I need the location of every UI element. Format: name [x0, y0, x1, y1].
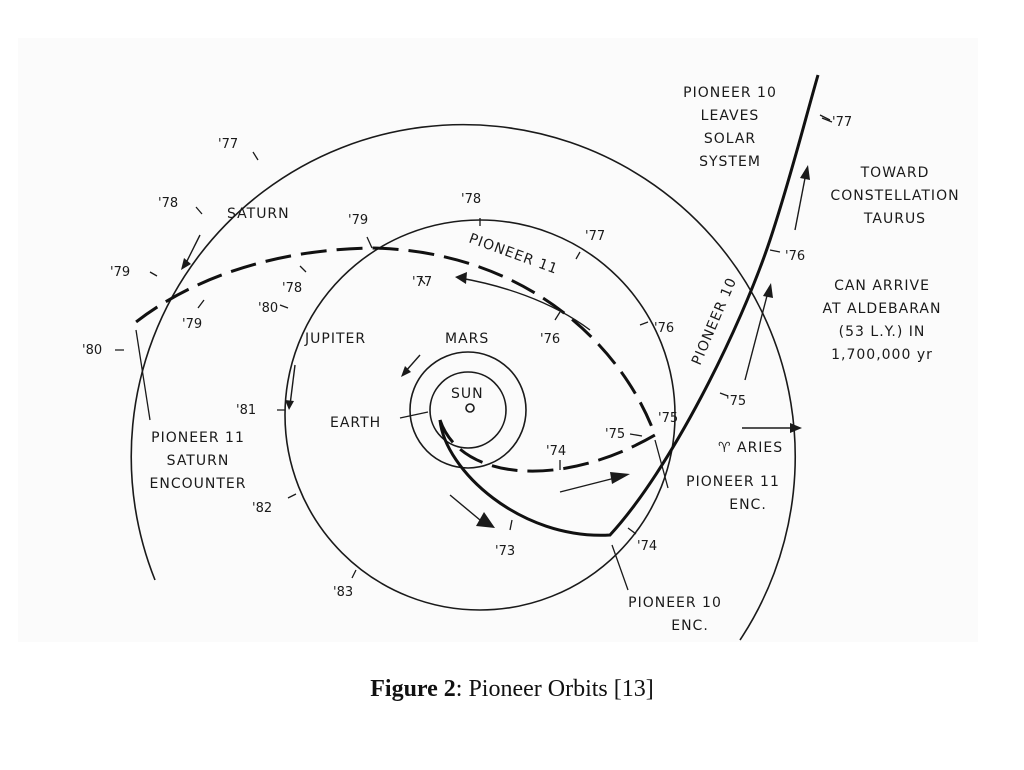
saturn-enc-line-1: PIONEER 11: [151, 430, 245, 446]
aldebaran-line-4: 1,700,000 yr: [831, 347, 933, 363]
aries-arrowhead-icon: [790, 423, 802, 433]
jupiter-label: JUPITER: [304, 331, 366, 347]
aldebaran-label: CAN ARRIVE AT ALDEBARAN (53 L.Y.) IN 1,7…: [823, 278, 942, 363]
saturn-arrowhead-icon: [181, 258, 191, 270]
pioneer10-direction-arrow: [449, 494, 481, 521]
jupiter-direction-arrow: [289, 364, 296, 406]
p11-year-76: '76: [540, 332, 560, 347]
p10-enc-pointer: [611, 544, 629, 591]
p10-year-73: '73: [495, 544, 515, 559]
saturn-year-78: '78: [158, 196, 178, 211]
pioneer11-inner-arrowhead-icon: [610, 472, 630, 484]
jupiter-year-82: '82: [252, 501, 272, 516]
leaves-line-1: PIONEER 10: [683, 85, 777, 101]
p10-year-75: '75: [726, 394, 746, 409]
jupiter-year-81: '81: [236, 403, 256, 418]
earth-pointer: [399, 411, 429, 419]
pioneer10-trajectory: [438, 74, 820, 537]
saturn-label: SATURN: [227, 206, 290, 222]
jupiter-year-76: '76: [654, 321, 674, 336]
jupiter-year-83: '83: [333, 585, 353, 600]
p11-year-75: '75: [605, 427, 625, 442]
leaves-pointer: [819, 114, 831, 121]
toward-line-3: TAURUS: [863, 211, 926, 227]
figure-caption-text: : Pioneer Orbits [13]: [455, 676, 654, 702]
toward-line-1: TOWARD: [860, 165, 930, 181]
p11-enc-label: PIONEER 11 ENC.: [686, 474, 780, 513]
saturn-encounter-label: PIONEER 11 SATURN ENCOUNTER: [150, 430, 247, 492]
sun-icon: [465, 403, 475, 413]
saturn-year-80: '80: [82, 343, 102, 358]
toward-taurus-label: TOWARD CONSTELLATION TAURUS: [830, 165, 959, 227]
saturn-year-79: '79: [110, 265, 130, 280]
jupiter-year-79: '79: [182, 317, 202, 332]
p11-enc-line-1: PIONEER 11: [686, 474, 780, 490]
earth-orbit: [429, 371, 507, 449]
aldebaran-line-1: CAN ARRIVE: [834, 278, 930, 294]
p10-enc-line-2: ENC.: [671, 618, 709, 634]
earth-label: EARTH: [330, 415, 381, 431]
jupiter-year-80: '80: [258, 301, 278, 316]
saturn-orbit: [130, 123, 797, 641]
pioneer10-arrowhead-icon: [476, 512, 495, 528]
p10-year-74: '74: [637, 539, 657, 554]
p10-enc-line-1: PIONEER 10: [628, 595, 722, 611]
jupiter-arrowhead-icon: [285, 400, 294, 410]
inner-year-77: '77: [412, 275, 432, 290]
toward-line-2: CONSTELLATION: [830, 188, 959, 204]
saturn-year-77: '77: [218, 137, 238, 152]
p11-enc-line-2: ENC.: [729, 497, 767, 513]
p11-enc-pointer: [654, 439, 669, 489]
p10-year-77: '77: [832, 115, 852, 130]
aldebaran-line-3: (53 L.Y.) IN: [839, 324, 926, 340]
p10-enc-label: PIONEER 10 ENC.: [628, 595, 722, 634]
saturn-direction-arrow: [184, 234, 201, 266]
p11-year-79: '79: [348, 213, 368, 228]
saturn-enc-line-2: SATURN: [167, 453, 230, 469]
jupiter-year-77: '77: [585, 229, 605, 244]
jupiter-year-78: '78: [282, 281, 302, 296]
taurus-direction-arrow: [794, 172, 807, 231]
pioneer10-outward-arrow: [744, 291, 769, 381]
mars-label: MARS: [445, 331, 489, 347]
leaves-line-3: SOLAR: [704, 131, 756, 147]
figure-background: [18, 38, 978, 642]
saturn-enc-line-3: ENCOUNTER: [150, 476, 247, 492]
aries-label: ♈ ARIES: [718, 440, 783, 456]
p10-year-76: '76: [785, 249, 805, 264]
p11-year-74: '74: [546, 444, 566, 459]
taurus-arrowhead-icon: [800, 165, 810, 180]
p10-year-75-enc: '75: [658, 411, 678, 426]
mars-arrowhead-icon: [401, 366, 411, 377]
mars-orbit: [409, 351, 527, 469]
figure-caption: Figure 2: Pioneer Orbits [13]: [0, 676, 1024, 703]
aldebaran-line-2: AT ALDEBARAN: [823, 301, 942, 317]
sun-label: SUN: [451, 386, 484, 402]
figure-caption-label: Figure 2: [370, 676, 456, 702]
jupiter-year-78-top: '78: [461, 192, 481, 207]
leaves-line-4: SYSTEM: [699, 154, 761, 170]
pioneer11-arrowhead-icon: [455, 272, 467, 284]
saturn-encounter-pointer: [135, 329, 151, 421]
pioneer11-inner-arrow: [559, 477, 616, 493]
year-ticks: [115, 117, 833, 579]
pioneer11-direction-arrow: [459, 277, 591, 331]
leaves-line-2: LEAVES: [701, 108, 760, 124]
pioneer10-outward-arrowhead-icon: [763, 283, 773, 298]
pioneer10-leaves-label: PIONEER 10 LEAVES SOLAR SYSTEM: [683, 85, 777, 170]
